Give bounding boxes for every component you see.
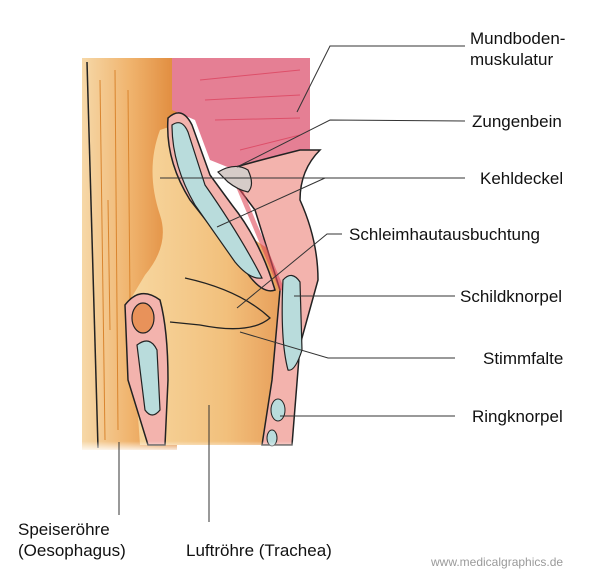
watermark: www.medicalgraphics.de	[431, 555, 564, 569]
label-stimmfalte: Stimmfalte	[483, 349, 564, 368]
thyroid-cartilage	[281, 274, 303, 371]
label-schleimhautausbuchtung: Schleimhautausbuchtung	[349, 225, 540, 244]
label-ringknorpel: Ringknorpel	[472, 407, 563, 426]
label-speiseroehre-line1: Speiseröhre	[18, 520, 110, 539]
label-mundboden: Mundboden- muskulatur	[470, 28, 565, 70]
leader-lines	[118, 45, 466, 522]
vocal-fold	[169, 277, 271, 330]
anterior-wall	[223, 149, 322, 446]
label-speiseroehre-line2: (Oesophagus)	[18, 541, 126, 560]
label-kehldeckel: Kehldeckel	[480, 169, 564, 188]
label-schildknorpel: Schildknorpel	[460, 287, 563, 306]
label-mundboden-line1: Mundboden-	[470, 29, 566, 48]
epiglottis-cartilage	[171, 122, 263, 279]
label-speiseroehre: Speiseröhre (Oesophagus)	[18, 519, 126, 561]
label-zungenbein: Zungenbein	[472, 112, 562, 131]
mouth-floor-muscle	[172, 58, 310, 170]
label-mundboden-line2: muskulatur	[470, 50, 554, 69]
label-luftroehre: Luftröhre (Trachea)	[186, 541, 332, 560]
hyoid-bone	[217, 165, 253, 193]
